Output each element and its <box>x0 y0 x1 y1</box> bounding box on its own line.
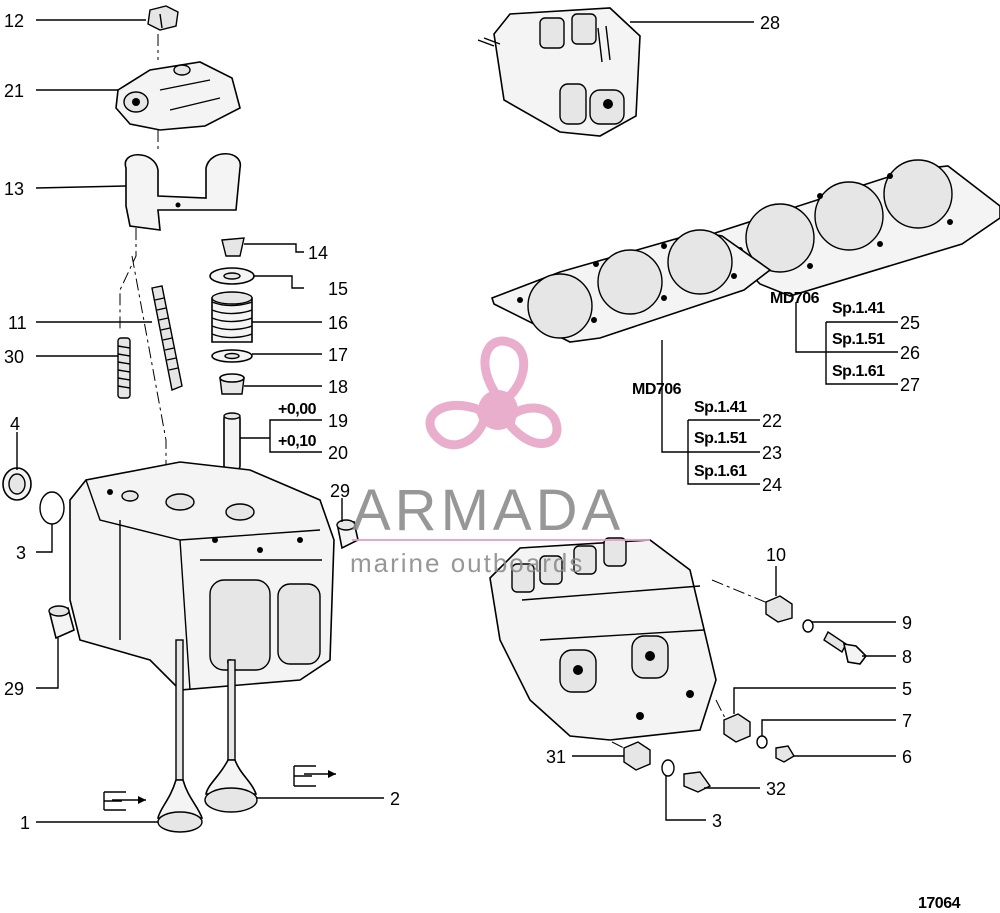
callout-27: 27 <box>900 375 920 395</box>
plug-part-4 <box>2 467 32 501</box>
cylinder-head-assembly-lower <box>489 537 717 741</box>
valve-part-2 <box>204 659 258 813</box>
spring-retainer-part-15 <box>209 267 255 285</box>
adapter-part-5 <box>723 713 751 743</box>
callout-13: 13 <box>4 179 24 199</box>
washer-part-9 <box>802 619 814 633</box>
callout-31: 31 <box>546 747 566 767</box>
sensor-part-6 <box>775 745 795 763</box>
gasket-option-upper-1: Sp.1.41 <box>832 300 885 317</box>
callout-18: 18 <box>328 377 348 397</box>
valve-spring-part-16 <box>211 291 253 343</box>
callout-1: 1 <box>20 813 30 833</box>
o-ring-part-3 <box>39 491 65 525</box>
gasket-option-lower-1: Sp.1.41 <box>694 399 747 416</box>
callout-17: 17 <box>328 345 348 365</box>
callout-11: 11 <box>8 313 27 333</box>
callout-10: 10 <box>766 545 786 565</box>
head-gasket-lower <box>490 229 772 343</box>
leader-lines <box>16 19 898 823</box>
callout-32: 32 <box>766 779 786 799</box>
callout-7: 7 <box>902 711 912 731</box>
gasket-model-upper: MD706 <box>770 290 820 307</box>
callout-22: 22 <box>762 411 782 431</box>
callout-3-upper: 3 <box>16 543 26 563</box>
cylinder-head-assembly-part-28 <box>477 7 641 137</box>
callout-21: 21 <box>4 81 24 101</box>
callout-3-lower: 3 <box>712 811 722 831</box>
callout-29-lower: 29 <box>4 679 24 699</box>
callout-12: 12 <box>4 11 24 31</box>
valve-cap-part-14 <box>221 237 245 257</box>
callout-5: 5 <box>902 679 912 699</box>
callout-20: 20 <box>328 443 348 463</box>
armada-watermark: ARMADA marine outboards <box>350 478 650 578</box>
callout-14: 14 <box>308 243 328 263</box>
intake-symbol-icon <box>103 791 146 811</box>
adapter-part-10 <box>765 595 793 623</box>
valve-guide-part-19-20 <box>223 412 241 471</box>
callout-28: 28 <box>760 13 780 33</box>
stud-part-30 <box>117 337 131 399</box>
guide-size-std: +0,00 <box>278 401 317 418</box>
washer-part-7 <box>756 735 768 749</box>
callout-2: 2 <box>390 789 400 809</box>
spring-clip-part-13 <box>124 153 241 231</box>
callout-4: 4 <box>10 414 20 434</box>
washer-part-3-lower <box>661 759 675 777</box>
cylinder-head-main <box>69 461 335 691</box>
gasket-option-upper-3: Sp.1.61 <box>832 363 885 380</box>
valve-part-1 <box>157 639 204 833</box>
watermark-brand: ARMADA <box>352 478 624 543</box>
rocker-bridge-part-21 <box>115 61 241 131</box>
gasket-option-lower-3: Sp.1.61 <box>694 463 747 480</box>
pushrod-part-11 <box>151 285 183 391</box>
guide-size-oversize: +0,10 <box>278 433 317 450</box>
nut-part-12 <box>147 5 179 31</box>
callout-26: 26 <box>900 343 920 363</box>
figure-number: 17064 <box>918 895 961 912</box>
spring-seat-part-17 <box>211 349 253 363</box>
valve-stem-seal-part-18 <box>219 373 245 395</box>
sensor-part-8 <box>823 630 868 665</box>
callout-29-upper: 29 <box>330 481 350 501</box>
gasket-option-upper-2: Sp.1.51 <box>832 331 885 348</box>
callout-30: 30 <box>4 347 24 367</box>
sleeve-part-29-upper <box>336 519 359 550</box>
exhaust-symbol-icon <box>293 765 336 787</box>
head-gasket-upper <box>710 159 1000 297</box>
sleeve-part-29-lower <box>48 605 75 640</box>
callout-15: 15 <box>328 279 348 299</box>
gasket-option-lower-2: Sp.1.51 <box>694 430 747 447</box>
gasket-model-lower: MD706 <box>632 381 682 398</box>
callout-25: 25 <box>900 313 920 333</box>
callout-9: 9 <box>902 613 912 633</box>
callout-16: 16 <box>328 313 348 333</box>
watermark-tagline: marine outboards <box>350 548 584 578</box>
callout-labels: 12 21 13 11 30 4 3 29 29 1 2 14 15 16 17… <box>4 11 961 912</box>
callout-24: 24 <box>762 475 782 495</box>
sensor-part-32 <box>683 771 712 793</box>
assembly-centerline <box>119 34 167 470</box>
callout-19: 19 <box>328 411 348 431</box>
callout-6: 6 <box>902 747 912 767</box>
armada-propeller-logo <box>425 336 562 450</box>
callout-23: 23 <box>762 443 782 463</box>
adapter-part-31 <box>623 741 651 771</box>
callout-8: 8 <box>902 647 912 667</box>
